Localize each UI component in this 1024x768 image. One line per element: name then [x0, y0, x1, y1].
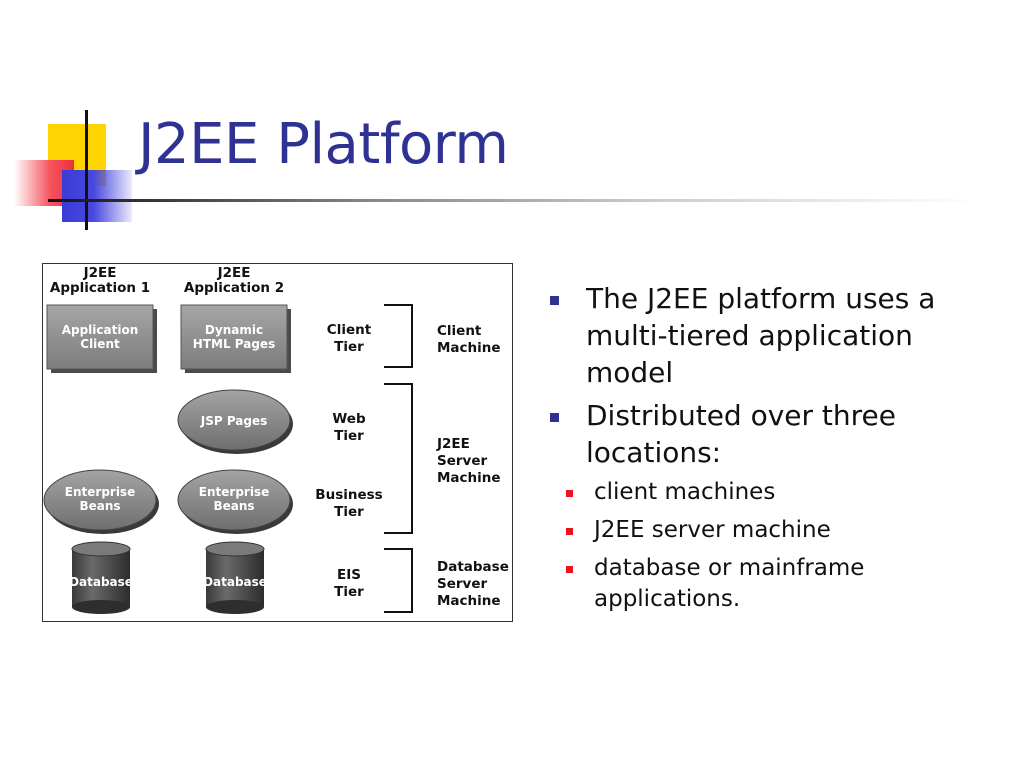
enterprise-beans-1-ellipse [43, 469, 157, 531]
client-machine-label-line1: Client [437, 323, 482, 339]
slide-title: J2EE Platform [138, 112, 509, 177]
application-client-label-line2: Client [80, 337, 120, 351]
server-machine-label-line2: Server [437, 453, 487, 469]
client-tier-label-line2: Tier [334, 339, 364, 355]
server-machine-label-line3: Machine [437, 470, 501, 486]
web-tier-label-line2: Tier [334, 428, 364, 444]
web-tier-label-line1: Web [332, 411, 366, 427]
business-tier-label-line1: Business [315, 487, 382, 503]
enterprise-beans-2-label-line1: Enterprise [199, 485, 269, 499]
database-machine-label-line2: Server [437, 576, 487, 592]
dynamic-html-pages-box [180, 304, 288, 370]
client-machine-bracket [384, 304, 413, 368]
jsp-pages-ellipse [177, 389, 291, 451]
application-client-label-line1: Application [62, 323, 139, 337]
database-machine-label-line1: Database [437, 559, 509, 575]
bullet-item: Distributed over three locations: [548, 397, 1008, 471]
sub-bullet-item: client machines [548, 477, 1008, 508]
eis-tier-label-line2: Tier [334, 584, 364, 600]
app2-header-line2: Application 2 [184, 280, 284, 296]
database-machine-label-line3: Machine [437, 593, 501, 609]
enterprise-beans-1-label-line2: Beans [79, 499, 120, 513]
server-machine-bracket [384, 383, 413, 534]
enterprise-beans-2-label-line2: Beans [213, 499, 254, 513]
database-1-cylinder [71, 541, 131, 614]
app2-header-line1: J2EE [217, 265, 251, 281]
app1-header-line1: J2EE [83, 265, 117, 281]
title-underline [48, 199, 978, 202]
database-machine-bracket [384, 548, 413, 613]
database-2-label: Database [203, 575, 267, 589]
database-1-label: Database [69, 575, 133, 589]
server-machine-label-line1: J2EE [436, 436, 470, 452]
jsp-pages-label: JSP Pages [200, 414, 268, 428]
application-client-box [46, 304, 154, 370]
client-machine-label-line2: Machine [437, 340, 501, 356]
client-tier-label-line1: Client [327, 322, 372, 338]
dynamic-html-pages-label-line2: HTML Pages [193, 337, 275, 351]
app1-header-line2: Application 1 [50, 280, 150, 296]
database-2-cylinder [205, 541, 265, 614]
enterprise-beans-1-label-line1: Enterprise [65, 485, 135, 499]
enterprise-beans-2-ellipse [177, 469, 291, 531]
j2ee-tier-diagram: J2EE Application 1 J2EE Application 2 Ap… [42, 263, 513, 622]
eis-tier-label-line1: EIS [337, 567, 361, 583]
dynamic-html-pages-label-line1: Dynamic [205, 323, 263, 337]
business-tier-label-line2: Tier [334, 504, 364, 520]
logo-blue-square [62, 170, 132, 222]
sub-bullet-item: database or mainframe applications. [548, 553, 1008, 615]
sub-bullet-list: client machines J2EE server machine data… [548, 477, 1008, 615]
sub-bullet-item: J2EE server machine [548, 515, 1008, 546]
logo-vertical-line [85, 110, 88, 230]
bullet-item: The J2EE platform uses a multi-tiered ap… [548, 280, 1008, 391]
bullet-list: The J2EE platform uses a multi-tiered ap… [548, 280, 1008, 622]
